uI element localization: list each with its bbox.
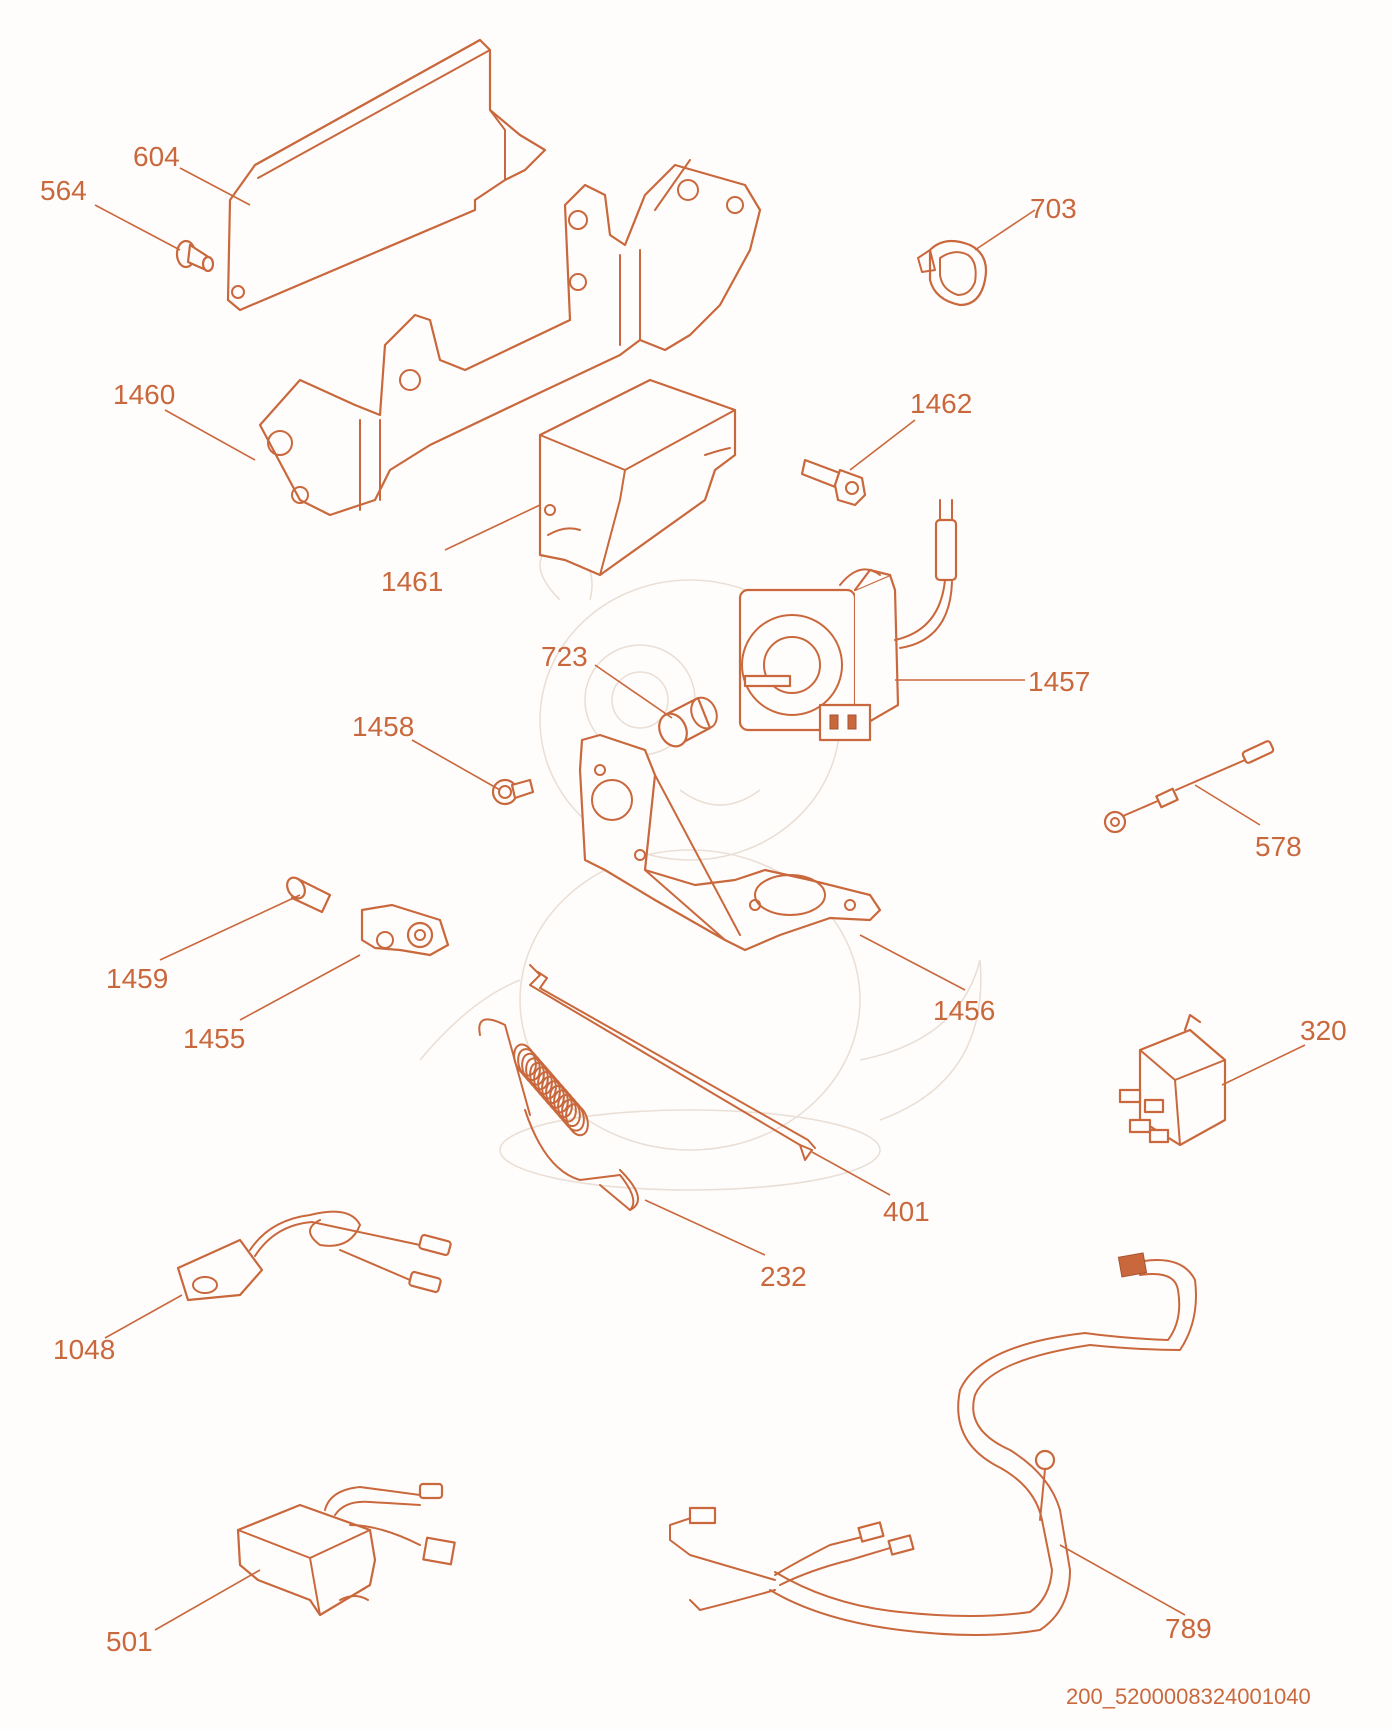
part-1461-housing (538, 378, 737, 577)
drawing-code: 200_5200008324001040 (1066, 1684, 1311, 1709)
spring-coil (557, 1094, 581, 1128)
callout-232: 232 (760, 1261, 807, 1292)
callout-1048: 1048 (53, 1334, 116, 1365)
callout-578: 578 (1255, 831, 1302, 862)
part-1457-motor (738, 499, 958, 742)
callout-1462: 1462 (910, 388, 973, 419)
part-1460-bracket (258, 159, 762, 517)
callout-703: 703 (1030, 193, 1077, 224)
part-232-spring (478, 1018, 639, 1211)
callout-564: 564 (40, 175, 87, 206)
callout-401: 401 (883, 1196, 930, 1227)
part-703-clip (917, 239, 988, 307)
callout-604: 604 (133, 141, 180, 172)
callout-723: 723 (541, 641, 588, 672)
part-1462-standoff-screw (800, 458, 867, 507)
part-723-spacer (658, 696, 718, 748)
leader-lines (94, 167, 1306, 1631)
part-1458-screw (491, 778, 535, 806)
callout-1458: 1458 (352, 711, 415, 742)
part-789-wire-harness (669, 1252, 1197, 1636)
spring-coil (565, 1103, 589, 1137)
part-564-screw (175, 239, 215, 273)
callout-1460: 1460 (113, 379, 176, 410)
callout-320: 320 (1300, 1015, 1347, 1046)
part-604-cover-plate (226, 38, 547, 312)
part-401-rod (529, 964, 816, 1161)
part-1048-sensor (176, 1210, 452, 1302)
part-578-ground-wire (1103, 740, 1275, 834)
callout-1459: 1459 (106, 963, 169, 994)
part-1459-pin (286, 876, 332, 914)
callout-1456: 1456 (933, 995, 996, 1026)
spring-coil (561, 1098, 585, 1132)
callout-1457: 1457 (1028, 666, 1091, 697)
callout-1461: 1461 (381, 566, 444, 597)
callout-789: 789 (1165, 1613, 1212, 1644)
part-1456-motor-bracket (578, 733, 882, 952)
part-1455-link-plate (360, 903, 450, 957)
part-320-relay (1118, 1013, 1227, 1147)
part-501-module (236, 1482, 456, 1617)
spring-coil (553, 1089, 577, 1123)
callout-501: 501 (106, 1626, 153, 1657)
callout-1455: 1455 (183, 1023, 246, 1054)
